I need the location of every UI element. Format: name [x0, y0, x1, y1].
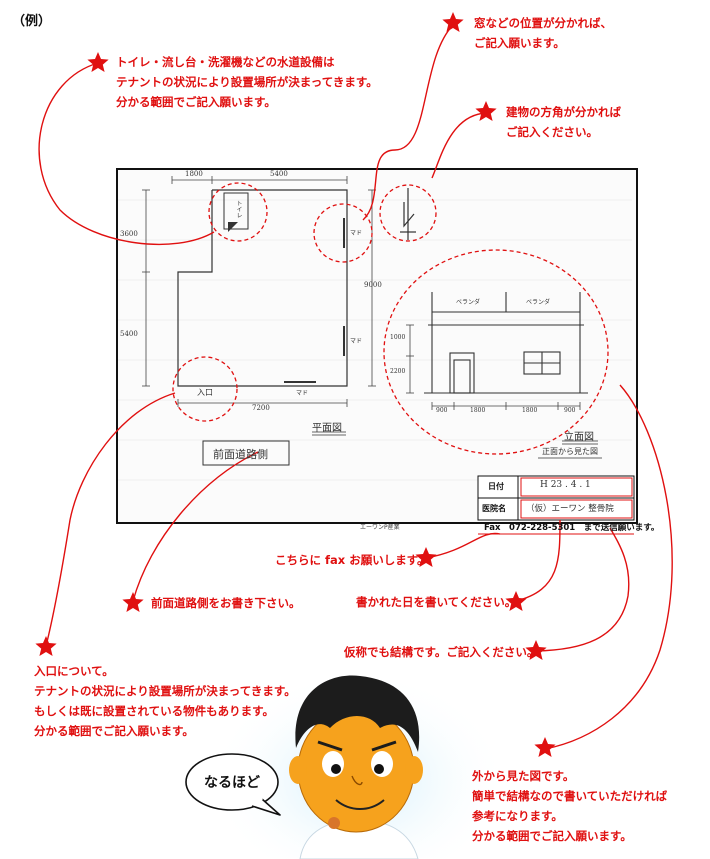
- fax-line: Fax 072-228-5301 まで送信願います。: [484, 523, 660, 533]
- dim-top-2: 5400: [270, 170, 288, 178]
- dim-right: 9000: [364, 281, 382, 289]
- plan-title: 平面図: [312, 423, 342, 434]
- dim-bottom: 7200: [252, 404, 270, 412]
- note-windows: 窓などの位置が分かれば、 ご記入願います。: [474, 16, 612, 50]
- toilet-label: トイレ: [235, 200, 242, 218]
- speech-bubble-text: なるほど: [204, 775, 260, 791]
- form-label-date: 日付: [488, 482, 504, 491]
- elev-dim-bottom-2: 1800: [470, 407, 486, 414]
- floor-plan: [177, 189, 348, 387]
- form-value-clinic: （仮）エーワン 整骨院: [526, 504, 614, 514]
- elev-dim-bottom-1: 900: [436, 407, 448, 414]
- elevation-title: 立面図: [564, 432, 594, 443]
- note-front-road: 前面道路側をお書き下さい。: [151, 596, 301, 610]
- sheet-grid: [118, 199, 632, 481]
- star-markers: [35, 12, 556, 757]
- note-direction: 建物の方角が分かれば ご記入ください。: [506, 105, 621, 139]
- note-plumbing: トイレ・流し台・洗濯機などの水道設備は テナントの状況により設置場所が決まってき…: [116, 55, 378, 109]
- elev-dim-left-1: 1000: [390, 334, 406, 341]
- window-label-top: マド: [350, 230, 363, 237]
- elev-dim-bottom-4: 900: [564, 407, 576, 414]
- note-date: 書かれた日を書いてください。: [356, 595, 517, 609]
- note-clinic-name: 仮称でも結構です。ご記入ください。: [344, 645, 539, 659]
- note-entrance: 入口について。 テナントの状況により設置場所が決まってきます。 もしくは既に設置…: [34, 664, 296, 738]
- highlight-circles: [172, 182, 609, 455]
- elevation-drawing: [424, 292, 588, 394]
- elevation-caption: 正面から見た図: [542, 447, 598, 456]
- brand-label: エーワンP産業: [360, 524, 400, 531]
- elevation-dimensions: [406, 324, 581, 410]
- verandah-label-left: ベランダ: [456, 299, 481, 306]
- window-label-mid: マド: [350, 338, 363, 345]
- note-fax: こちらに fax お願いします。: [275, 553, 429, 567]
- dim-top-1: 1800: [185, 170, 203, 178]
- verandah-label-right: ベランダ: [526, 299, 551, 306]
- entrance-label: 入口: [197, 388, 213, 397]
- note-elevation: 外から見た図です。 簡単で結構なので書いていただければ 参考になります。 分かる…: [472, 769, 668, 843]
- dim-left-1: 3600: [120, 230, 138, 238]
- plan-dimensions: [142, 176, 376, 407]
- north-arrow-icon: [400, 188, 416, 240]
- road-label-box: [202, 440, 290, 466]
- example-label: （例）: [12, 14, 52, 29]
- road-label: 前面道路側: [213, 448, 268, 461]
- window-label-bottom: マド: [296, 390, 309, 397]
- elev-dim-bottom-3: 1800: [522, 407, 538, 414]
- dim-left-2: 5400: [120, 330, 138, 338]
- form-highlights: [520, 477, 633, 519]
- leader-lines: [38, 24, 673, 750]
- form-block: [477, 475, 635, 521]
- elev-dim-left-2: 2200: [390, 368, 406, 375]
- form-value-date: H 23 . 4 . 1: [540, 480, 591, 490]
- form-label-clinic: 医院名: [482, 504, 506, 513]
- character-illustration: [289, 675, 423, 859]
- speech-bubble: [185, 753, 281, 816]
- toilet-symbol: [228, 222, 238, 232]
- title-underlines: [312, 431, 602, 459]
